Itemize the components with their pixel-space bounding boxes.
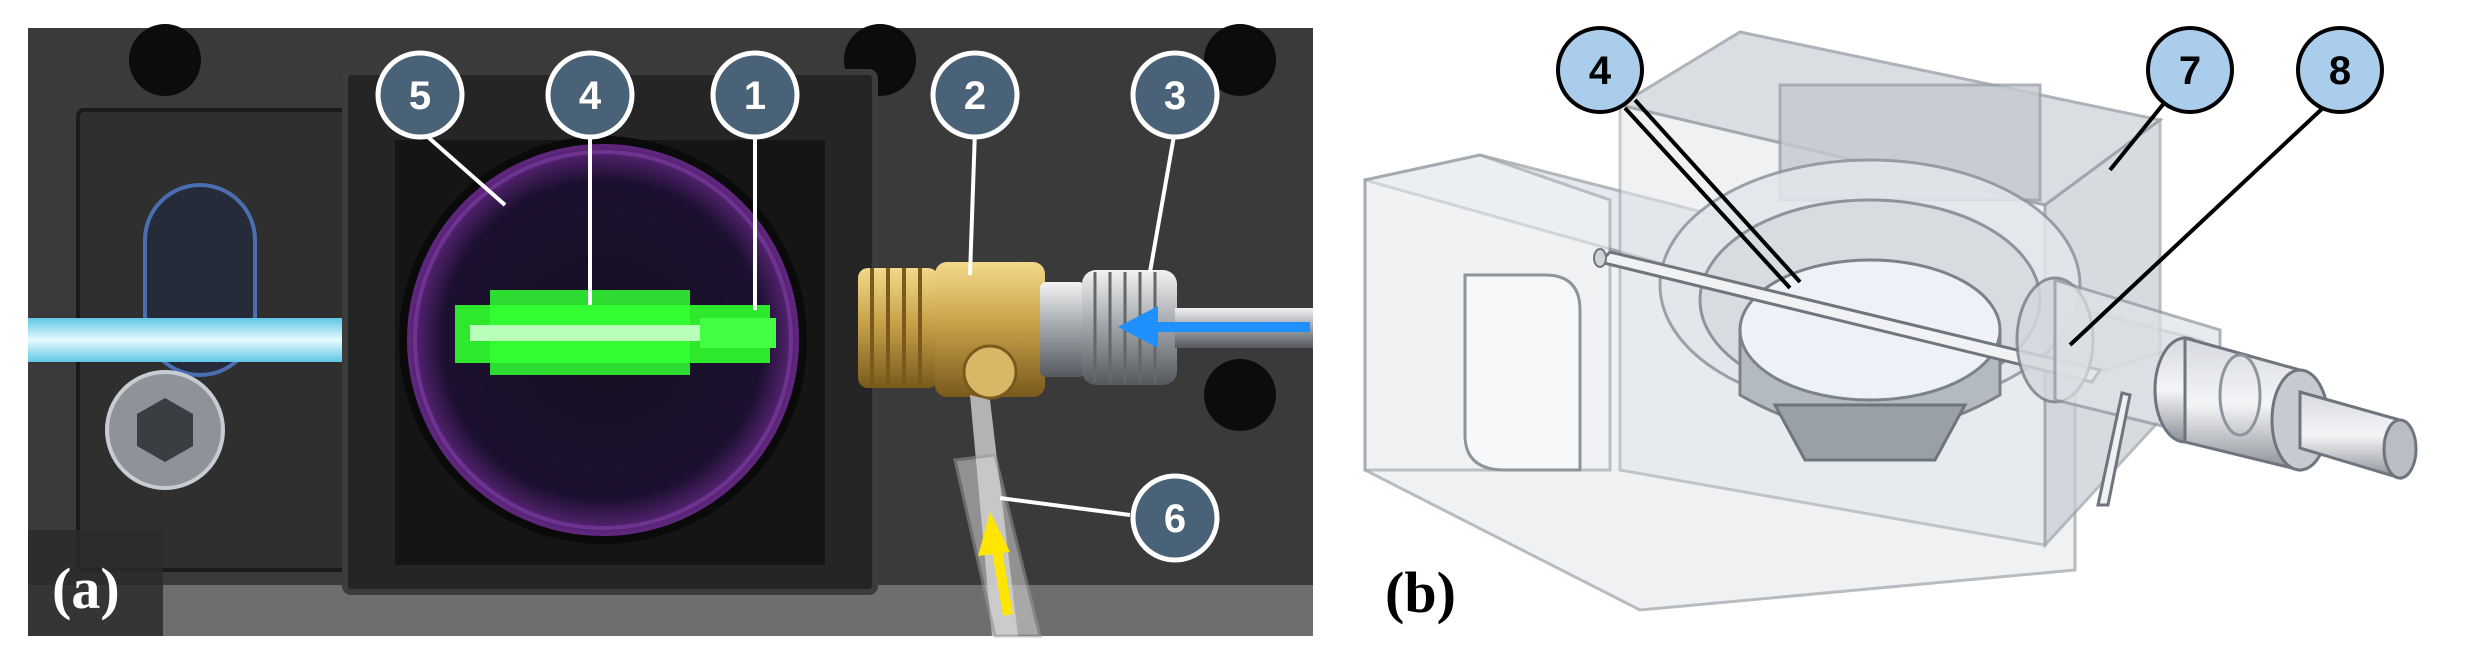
base-slot [1463, 273, 1582, 472]
callout-label: 5 [409, 74, 431, 118]
inlet-arrow [1118, 306, 1310, 348]
callout-bubble-b-7: 7 [2146, 26, 2234, 114]
callout-label: 8 [2329, 49, 2351, 93]
cad-connector [2153, 336, 2418, 481]
panel-b-cad: 4 7 8 (b) [1363, 26, 2418, 625]
optical-cell-top [1738, 258, 2002, 402]
panel-b-label: (b) [1385, 560, 1456, 625]
chamber-socket [1772, 403, 1968, 462]
callout-label: 1 [744, 74, 766, 118]
callout-bubble-5: 5 [375, 50, 465, 140]
leader-lines-a [418, 128, 1177, 517]
panel-a-label: (a) [52, 556, 120, 621]
plate-hole [1204, 359, 1276, 431]
hex-screw [105, 370, 225, 490]
callout-label: 4 [579, 74, 602, 118]
panel-a-photo: (a) 5 4 1 2 3 [28, 24, 1313, 638]
callout-label: 6 [1164, 497, 1186, 541]
callout-label: 4 [1589, 49, 1612, 93]
callout-bubble-b-8: 8 [2296, 26, 2384, 114]
plate-hole [129, 24, 201, 96]
light-beam [28, 318, 368, 362]
plate-hole [1204, 24, 1276, 96]
callout-label: 7 [2179, 49, 2201, 93]
callout-label: 3 [1164, 74, 1186, 118]
callout-label: 2 [964, 74, 986, 118]
callout-bubble-2: 2 [930, 50, 1020, 140]
brass-fitting [858, 262, 1045, 400]
outlet-pin [2096, 391, 2132, 507]
callout-bubble-b-4: 4 [1556, 26, 1644, 114]
leader-lines-b [1623, 98, 2327, 347]
callout-bubble-4: 4 [545, 50, 635, 140]
outlet-arrow [978, 512, 1013, 616]
panel-a-label-box [28, 530, 163, 636]
callout-bubble-6: 6 [1130, 473, 1220, 563]
callout-bubble-1: 1 [710, 50, 800, 140]
channel-rod-end [1593, 248, 1607, 268]
optical-window-rim [413, 150, 793, 530]
callout-bubble-3: 3 [1130, 50, 1220, 140]
